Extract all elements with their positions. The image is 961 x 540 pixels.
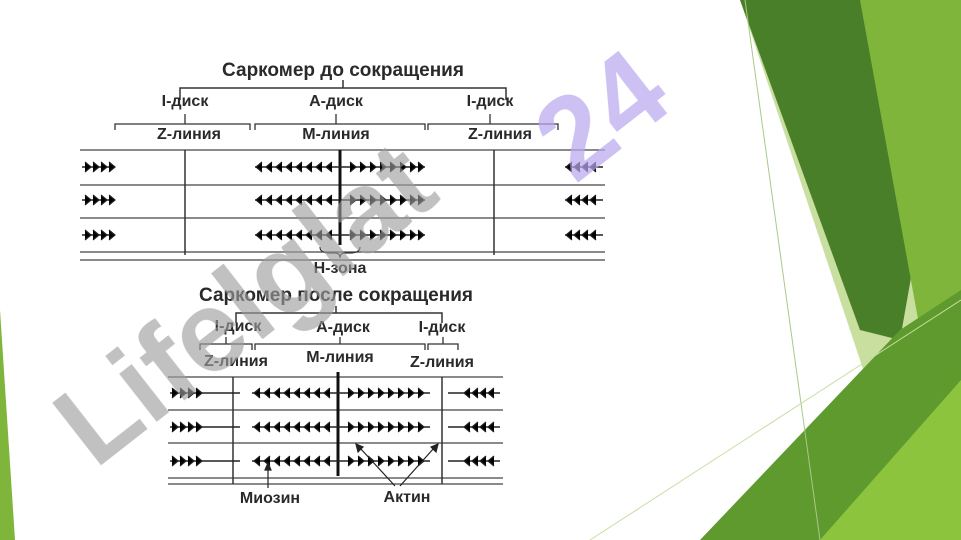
grid-after: [168, 376, 503, 485]
decor-bottom-bright: [820, 380, 961, 540]
myosin-heads-before: [84, 161, 597, 241]
label-i-disk-right-after: I-диск: [419, 319, 467, 336]
brace-a-disk-before: [254, 114, 426, 130]
title-after: Саркомер после сокращения: [199, 285, 473, 306]
label-i-disk-left-before: I-диск: [162, 93, 210, 110]
label-i-disk-left-after: I-диск: [215, 318, 263, 335]
pointer-arrows: [264, 442, 439, 488]
label-a-disk-before: А-диск: [309, 93, 364, 110]
brace-i-disk-right-after: [427, 337, 459, 350]
sarcomere-after: Саркомер после сокращения I-диск А-диск …: [168, 285, 503, 507]
label-z-line-left-before: Z-линия: [157, 126, 221, 143]
brace-i-disk-left-before: [114, 114, 251, 130]
label-myosin: Миозин: [240, 490, 300, 507]
brace-i-disk-right-before: [427, 114, 559, 130]
brace-sarcomere-after: [235, 306, 443, 323]
label-h-zone: Н-зона: [314, 260, 367, 277]
brace-sarcomere-before: [179, 80, 507, 100]
sarcomere-before: Саркомер до сокращения I-диск А-диск I-д…: [80, 60, 605, 277]
label-z-line-right-after: Z-линия: [410, 354, 474, 371]
decor-left-green: [0, 310, 15, 540]
decor-thin-line-2: [589, 299, 961, 540]
watermark-text-purple: 24: [512, 25, 692, 205]
label-actin: Актин: [384, 489, 431, 506]
title-before: Саркомер до сокращения: [222, 60, 464, 81]
grid-before: [80, 149, 605, 261]
brace-h-zone: [319, 246, 361, 259]
brace-i-disk-left-after: [199, 337, 253, 350]
brace-a-disk-after: [254, 337, 426, 350]
label-z-line-left-after: Z-линия: [204, 353, 268, 370]
label-i-disk-right-before: I-диск: [467, 93, 515, 110]
label-m-line-before: М-линия: [302, 126, 370, 143]
label-m-line-after: М-линия: [306, 349, 374, 366]
myosin-heads-after: [171, 387, 495, 467]
label-a-disk-after: А-диск: [316, 319, 371, 336]
decor-thin-line: [744, 0, 821, 540]
label-z-line-right-before: Z-линия: [468, 126, 532, 143]
